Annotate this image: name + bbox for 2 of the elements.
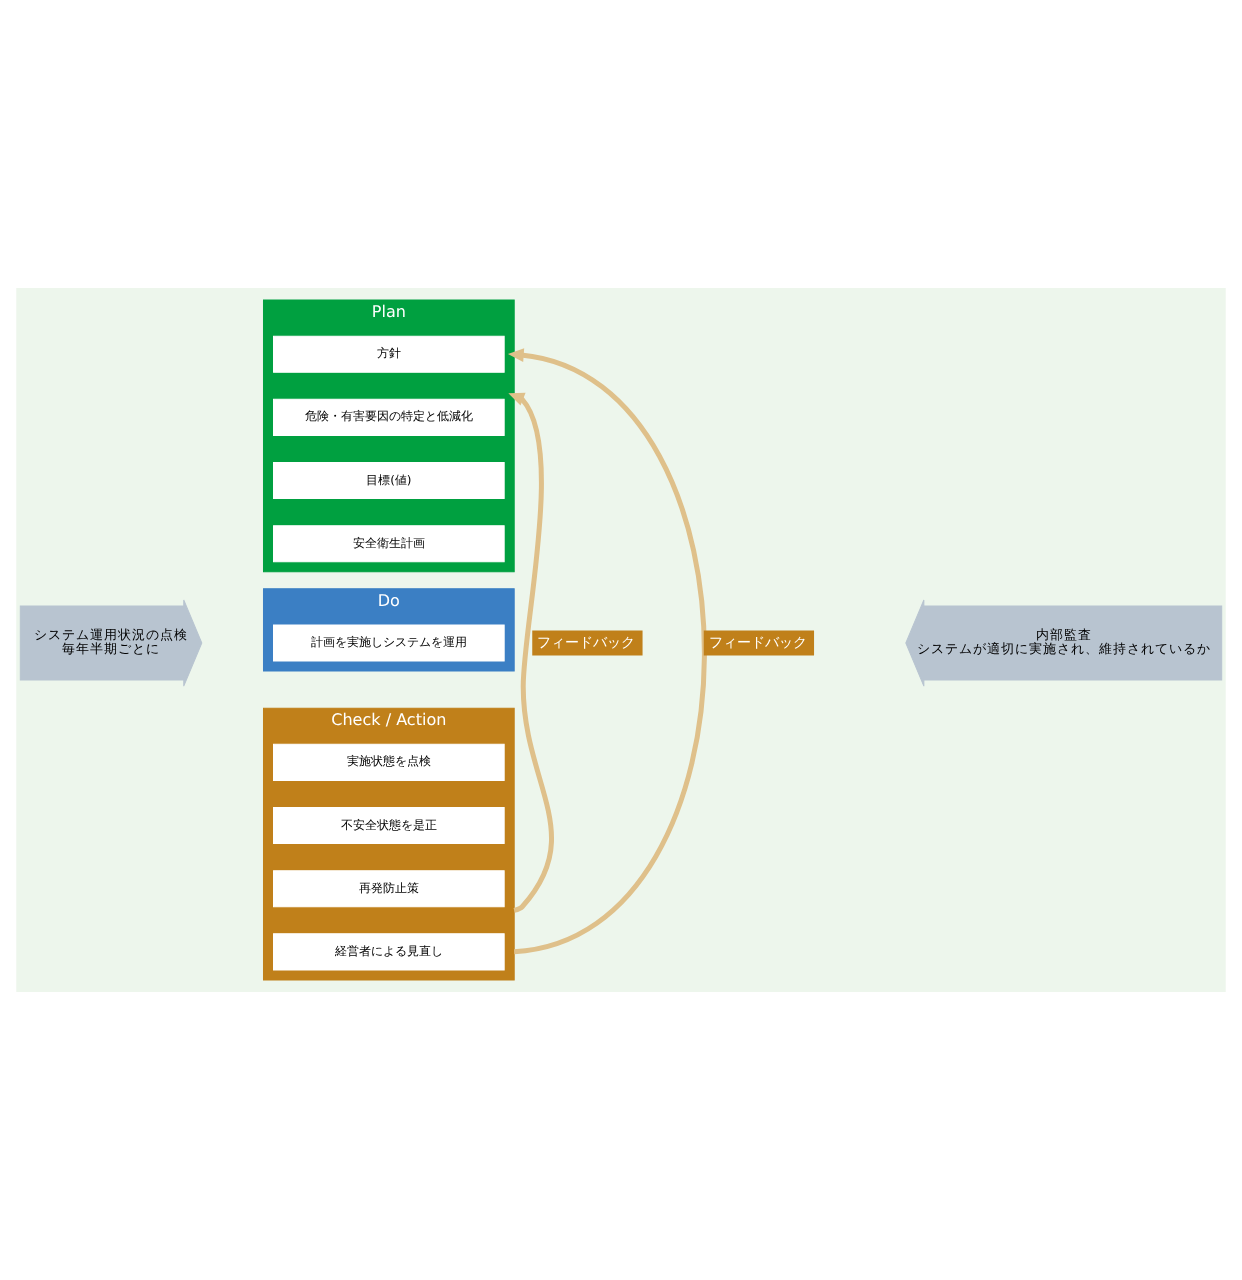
arrow bbox=[508, 392, 554, 913]
arrow bbox=[507, 348, 707, 955]
